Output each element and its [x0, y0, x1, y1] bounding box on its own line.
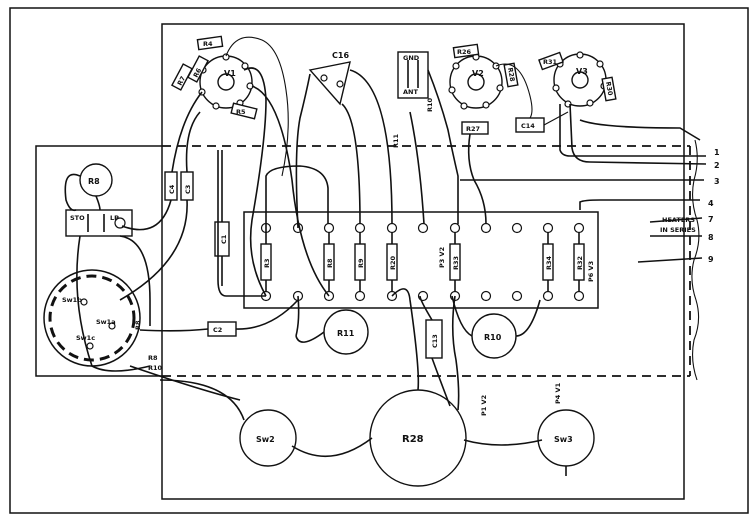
resistor-r5: R5	[230, 102, 258, 120]
svg-text:R27: R27	[466, 125, 480, 133]
svg-text:R28: R28	[506, 67, 516, 83]
capacitor-c1: C1	[214, 150, 230, 286]
svg-text:GND: GND	[403, 54, 420, 62]
capacitor-c14: C14	[515, 117, 545, 133]
resistor-r27: R27	[461, 121, 489, 135]
pot-r10: R10	[471, 313, 517, 359]
antenna-terminal-block: GND ANT	[397, 51, 429, 99]
svg-text:STO: STO	[70, 214, 85, 222]
resistor-r9: R9	[354, 232, 366, 292]
top-chassis	[161, 23, 685, 500]
svg-text:Sw1b: Sw1b	[62, 296, 82, 304]
resistor-r34: R34	[542, 232, 554, 292]
switch-sw1: Sw1b Sw1a Sw1c	[43, 269, 141, 367]
svg-text:R9: R9	[357, 258, 365, 268]
terminal-board	[243, 211, 599, 309]
svg-text:R33: R33	[452, 256, 460, 270]
svg-text:V2: V2	[472, 69, 484, 78]
svg-text:R5: R5	[236, 108, 246, 116]
resistor-r28: R28	[503, 62, 519, 88]
outer-frame	[9, 7, 749, 514]
label-r11-top: R11	[392, 133, 400, 148]
svg-text:V1: V1	[224, 69, 236, 78]
svg-text:R6: R6	[192, 66, 204, 79]
capacitor-c2: C2	[207, 321, 237, 337]
resistor-r33: R33	[449, 232, 461, 292]
svg-text:R30: R30	[604, 81, 614, 97]
wiring	[64, 36, 707, 476]
svg-text:R3: R3	[263, 258, 271, 268]
tube-socket-v2: V2	[448, 53, 504, 110]
label-r10-top: R10	[426, 97, 434, 112]
resistor-r30: R30	[601, 76, 617, 102]
resistor-r31: R31	[538, 51, 564, 71]
svg-text:C2: C2	[213, 326, 222, 334]
terminal-label-1: 1	[714, 148, 720, 157]
sto-lp-terminal-block: STO LP	[65, 209, 133, 237]
label-r8-side: R8	[134, 320, 142, 330]
terminal-label-4: 4	[708, 199, 714, 208]
svg-text:R11: R11	[337, 329, 355, 338]
svg-text:C3: C3	[184, 185, 192, 194]
svg-text:C1: C1	[220, 234, 228, 244]
svg-text:C16: C16	[332, 51, 349, 60]
svg-text:Sw1c: Sw1c	[76, 334, 95, 342]
svg-text:R8: R8	[88, 177, 100, 186]
svg-text:LP: LP	[110, 214, 119, 222]
left-panel	[35, 145, 162, 377]
label-p1-v2: P1 V2	[480, 395, 488, 416]
pot-r8-left: R8	[79, 163, 113, 197]
terminal-label-9: 9	[708, 255, 714, 264]
pot-r28-large: R28	[369, 389, 467, 487]
svg-text:R32: R32	[576, 256, 584, 270]
label-r10-lead: R10	[148, 364, 163, 372]
svg-text:V3: V3	[576, 67, 588, 76]
svg-text:R28: R28	[402, 434, 424, 445]
svg-text:R31: R31	[543, 58, 558, 66]
svg-text:R20: R20	[389, 255, 397, 270]
switch-sw3: Sw3	[537, 409, 595, 467]
capacitor-c3: C3	[180, 171, 194, 201]
svg-text:R26: R26	[457, 48, 472, 56]
svg-text:R7: R7	[176, 75, 188, 87]
label-r8-lead: R8	[148, 354, 158, 362]
switch-sw2: Sw2	[239, 409, 297, 467]
capacitor-c4: C4	[164, 171, 178, 201]
resistor-r3: R3	[260, 232, 272, 292]
label-p3-v2: P3 V2	[438, 247, 446, 268]
svg-text:Sw2: Sw2	[256, 435, 275, 444]
in-series-label: IN SERIES	[660, 226, 696, 234]
svg-text:R8: R8	[326, 258, 334, 268]
terminal-label-3: 3	[714, 177, 720, 186]
svg-text:Sw1a: Sw1a	[96, 318, 116, 326]
capacitor-c16: C16	[308, 51, 351, 106]
resistor-r20: R20	[386, 232, 398, 292]
pot-r11: R11	[323, 309, 369, 355]
svg-text:Sw3: Sw3	[554, 435, 573, 444]
terminal-label-8: 8	[708, 233, 714, 242]
terminal-label-2: 2	[714, 161, 720, 170]
terminal-label-7: 7	[708, 215, 714, 224]
resistor-r32: R32	[573, 232, 585, 292]
svg-text:C13: C13	[431, 334, 439, 348]
terminal-holes-top	[260, 222, 585, 234]
resistor-r4: R4	[196, 35, 224, 51]
svg-text:ANT: ANT	[403, 88, 418, 96]
svg-text:R34: R34	[545, 255, 553, 270]
resistor-r7: R7	[171, 63, 193, 91]
cut-edge	[691, 139, 700, 381]
svg-text:C4: C4	[168, 184, 176, 194]
resistor-r26: R26	[452, 43, 480, 59]
svg-text:C14: C14	[521, 122, 535, 130]
svg-text:R4: R4	[203, 40, 213, 48]
terminal-holes-bottom	[260, 290, 585, 302]
resistor-r6: R6	[187, 55, 209, 83]
label-p6-v3: P6 V3	[587, 261, 595, 282]
label-p4-v1: P4 V1	[554, 382, 562, 404]
capacitor-c13: C13	[425, 319, 443, 359]
svg-text:R10: R10	[484, 333, 502, 342]
resistor-r8: R8	[323, 232, 335, 292]
